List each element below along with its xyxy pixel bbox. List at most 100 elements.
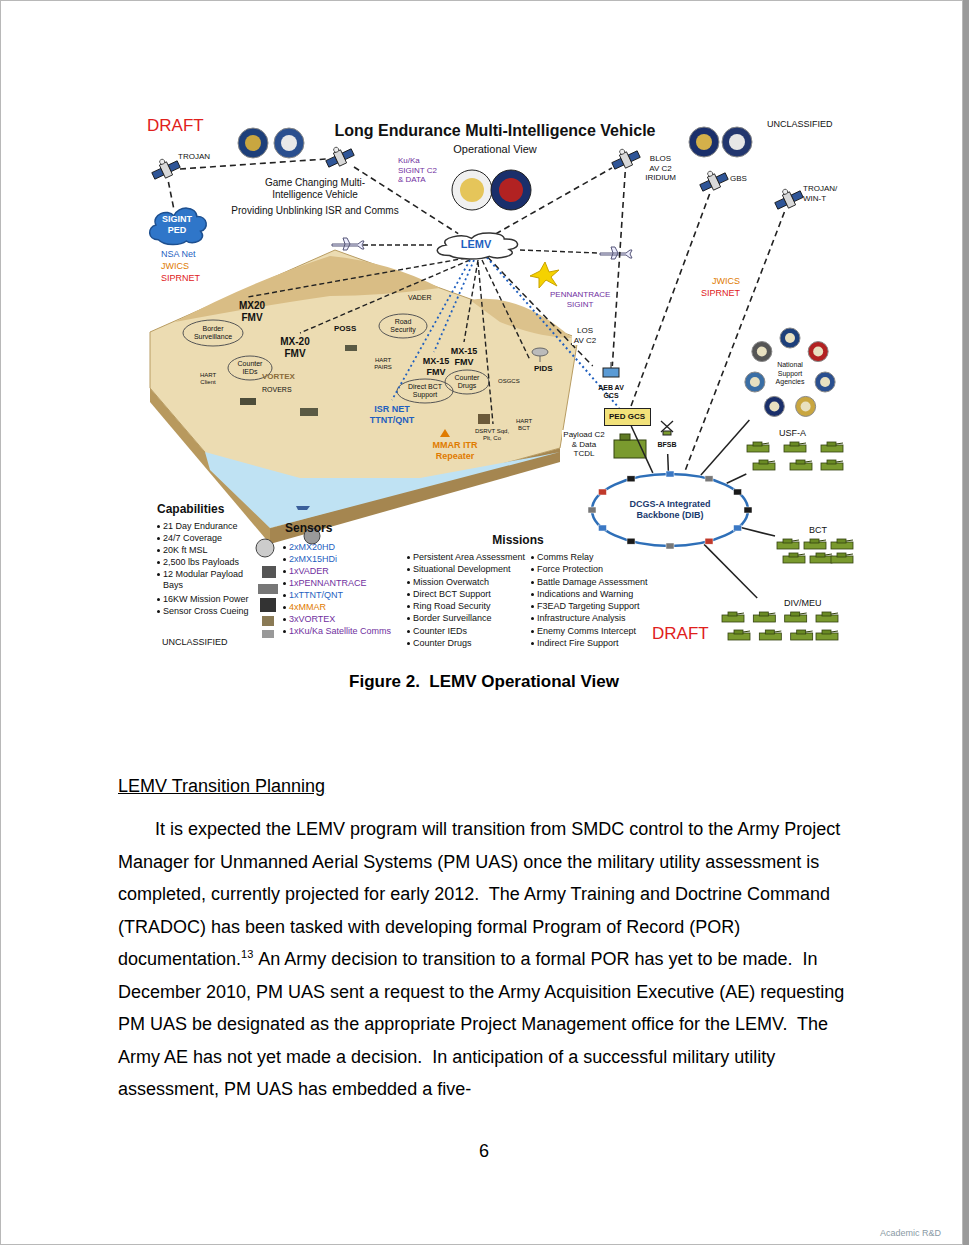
- bullet-dot: [531, 556, 534, 559]
- tank-turret: [791, 612, 800, 616]
- agency-seal: [813, 347, 823, 357]
- aircraft-link: [362, 244, 432, 245]
- tank-turret: [783, 539, 792, 543]
- bullet-dot: [407, 605, 410, 608]
- aircraft-icon: [600, 247, 632, 259]
- satellite-icon: [322, 142, 355, 171]
- mission-item: Indications and Warning: [537, 589, 633, 600]
- ped-gcs-box: PED GCS: [604, 408, 651, 426]
- vehicle-icon: [345, 345, 357, 351]
- node-outline: [700, 170, 728, 194]
- mission-ellipse: [445, 370, 489, 394]
- node-outline: [152, 158, 180, 182]
- mission-item: Border Surveillance: [413, 613, 492, 624]
- tank-turret: [810, 539, 819, 543]
- sensor-picture: [260, 598, 276, 612]
- node-label: LEMV: [461, 238, 492, 251]
- tank-icon: [821, 460, 843, 470]
- sensor-item: 4xMMAR: [289, 602, 326, 613]
- tank-icon: [722, 612, 744, 622]
- capability-item: Sensor Cross Cueing: [163, 606, 258, 617]
- sensor-item: 1xTTNT/QNT: [289, 590, 343, 601]
- sensor-item: 1xVADER: [289, 566, 329, 577]
- mission-ellipse: [183, 320, 243, 346]
- satellite-dish: [333, 146, 340, 153]
- node-label: TROJAN/ WIN-T: [803, 184, 843, 203]
- unit-cluster: DIV/MEU: [720, 598, 840, 644]
- node-label: Ku/Ka SIGINT C2 & DATA: [398, 156, 438, 185]
- mission-item: Battle Damage Assessment: [537, 577, 648, 588]
- connector: [684, 212, 784, 473]
- node-label: GBS: [730, 174, 747, 184]
- sensor-link: [248, 258, 466, 297]
- capability-item: 2,500 lbs Payloads: [163, 557, 258, 568]
- bullet-dot: [283, 546, 286, 549]
- backbone-ring: DCGS-A Integrated Backbone (DIB): [590, 472, 750, 548]
- agency-seal: [796, 396, 816, 416]
- sensor-callout: MX-15 FMV: [422, 356, 450, 378]
- ring-node: [705, 476, 713, 482]
- connector: [168, 182, 173, 207]
- sensor-callout: ISR NET TTNT/QNT: [366, 404, 418, 426]
- connector: [701, 420, 750, 475]
- antenna: [661, 421, 673, 432]
- bullet-dot: [157, 598, 160, 601]
- sensor-callout: MX-15 FMV: [450, 346, 478, 368]
- seal: [689, 127, 719, 157]
- agency-seal: [785, 333, 795, 343]
- section-heading: LEMV Transition Planning: [118, 776, 325, 798]
- subtitle: Operational View: [453, 143, 537, 156]
- connector: [612, 172, 625, 366]
- bullet-dot: [407, 568, 410, 571]
- ring-node: [666, 471, 674, 477]
- network-name: JWICS: [712, 276, 740, 287]
- bullet-dot: [407, 630, 410, 633]
- sigint-burst: [530, 262, 559, 288]
- ring-node: [744, 507, 752, 513]
- tank-icon: [831, 539, 853, 549]
- cloud-shape: [437, 233, 517, 259]
- figure-caption: Figure 2. LEMV Operational View: [349, 672, 619, 692]
- tank-turret: [796, 460, 805, 464]
- tank-barrel: [743, 631, 750, 632]
- data-link: [434, 260, 474, 352]
- bullet-dot: [283, 606, 286, 609]
- mission-area: Direct BCT Support: [406, 383, 444, 400]
- tank-icon: [753, 612, 775, 622]
- node-label: TROJAN: [178, 152, 210, 162]
- mission-ellipse: [379, 314, 427, 338]
- tank-turret: [837, 553, 846, 557]
- seal: [238, 128, 268, 158]
- node-label: BCT: [809, 525, 827, 536]
- network-name: SIPRNET: [701, 288, 740, 299]
- sensor-item: 3xVORTEX: [289, 614, 335, 625]
- bullet-dot: [531, 581, 534, 584]
- bullet-dot: [407, 593, 410, 596]
- connector: [667, 454, 669, 472]
- ring-node: [666, 543, 674, 549]
- mission-area: Road Security: [388, 318, 418, 335]
- tank-icon: [777, 539, 799, 549]
- agency-seal: [745, 372, 765, 392]
- bullet-dot: [157, 525, 160, 528]
- node-label: SIGINT PED: [155, 214, 199, 236]
- node-label: DCGS-A Integrated Backbone (DIB): [622, 499, 718, 521]
- watermark: Academic R&D: [880, 1228, 941, 1239]
- footnote-number: 13: [241, 948, 253, 960]
- mission-item: Infrastructure Analysis: [537, 613, 626, 624]
- tank-turret: [753, 442, 762, 446]
- tank-icon: [810, 553, 832, 563]
- connector: [704, 544, 757, 598]
- tank-barrel: [831, 631, 838, 632]
- mission-area: Counter Drugs: [452, 374, 482, 391]
- satellite-icon: [771, 184, 804, 213]
- sensor-picture: [262, 630, 274, 638]
- unit-cluster: BCT: [775, 525, 855, 567]
- unit-label: ROVERS: [262, 386, 292, 394]
- node-label: BFSB: [657, 441, 676, 449]
- connector: [631, 426, 653, 473]
- connector: [741, 528, 775, 537]
- satellite-icon: [696, 166, 729, 195]
- box-shape: [604, 409, 650, 426]
